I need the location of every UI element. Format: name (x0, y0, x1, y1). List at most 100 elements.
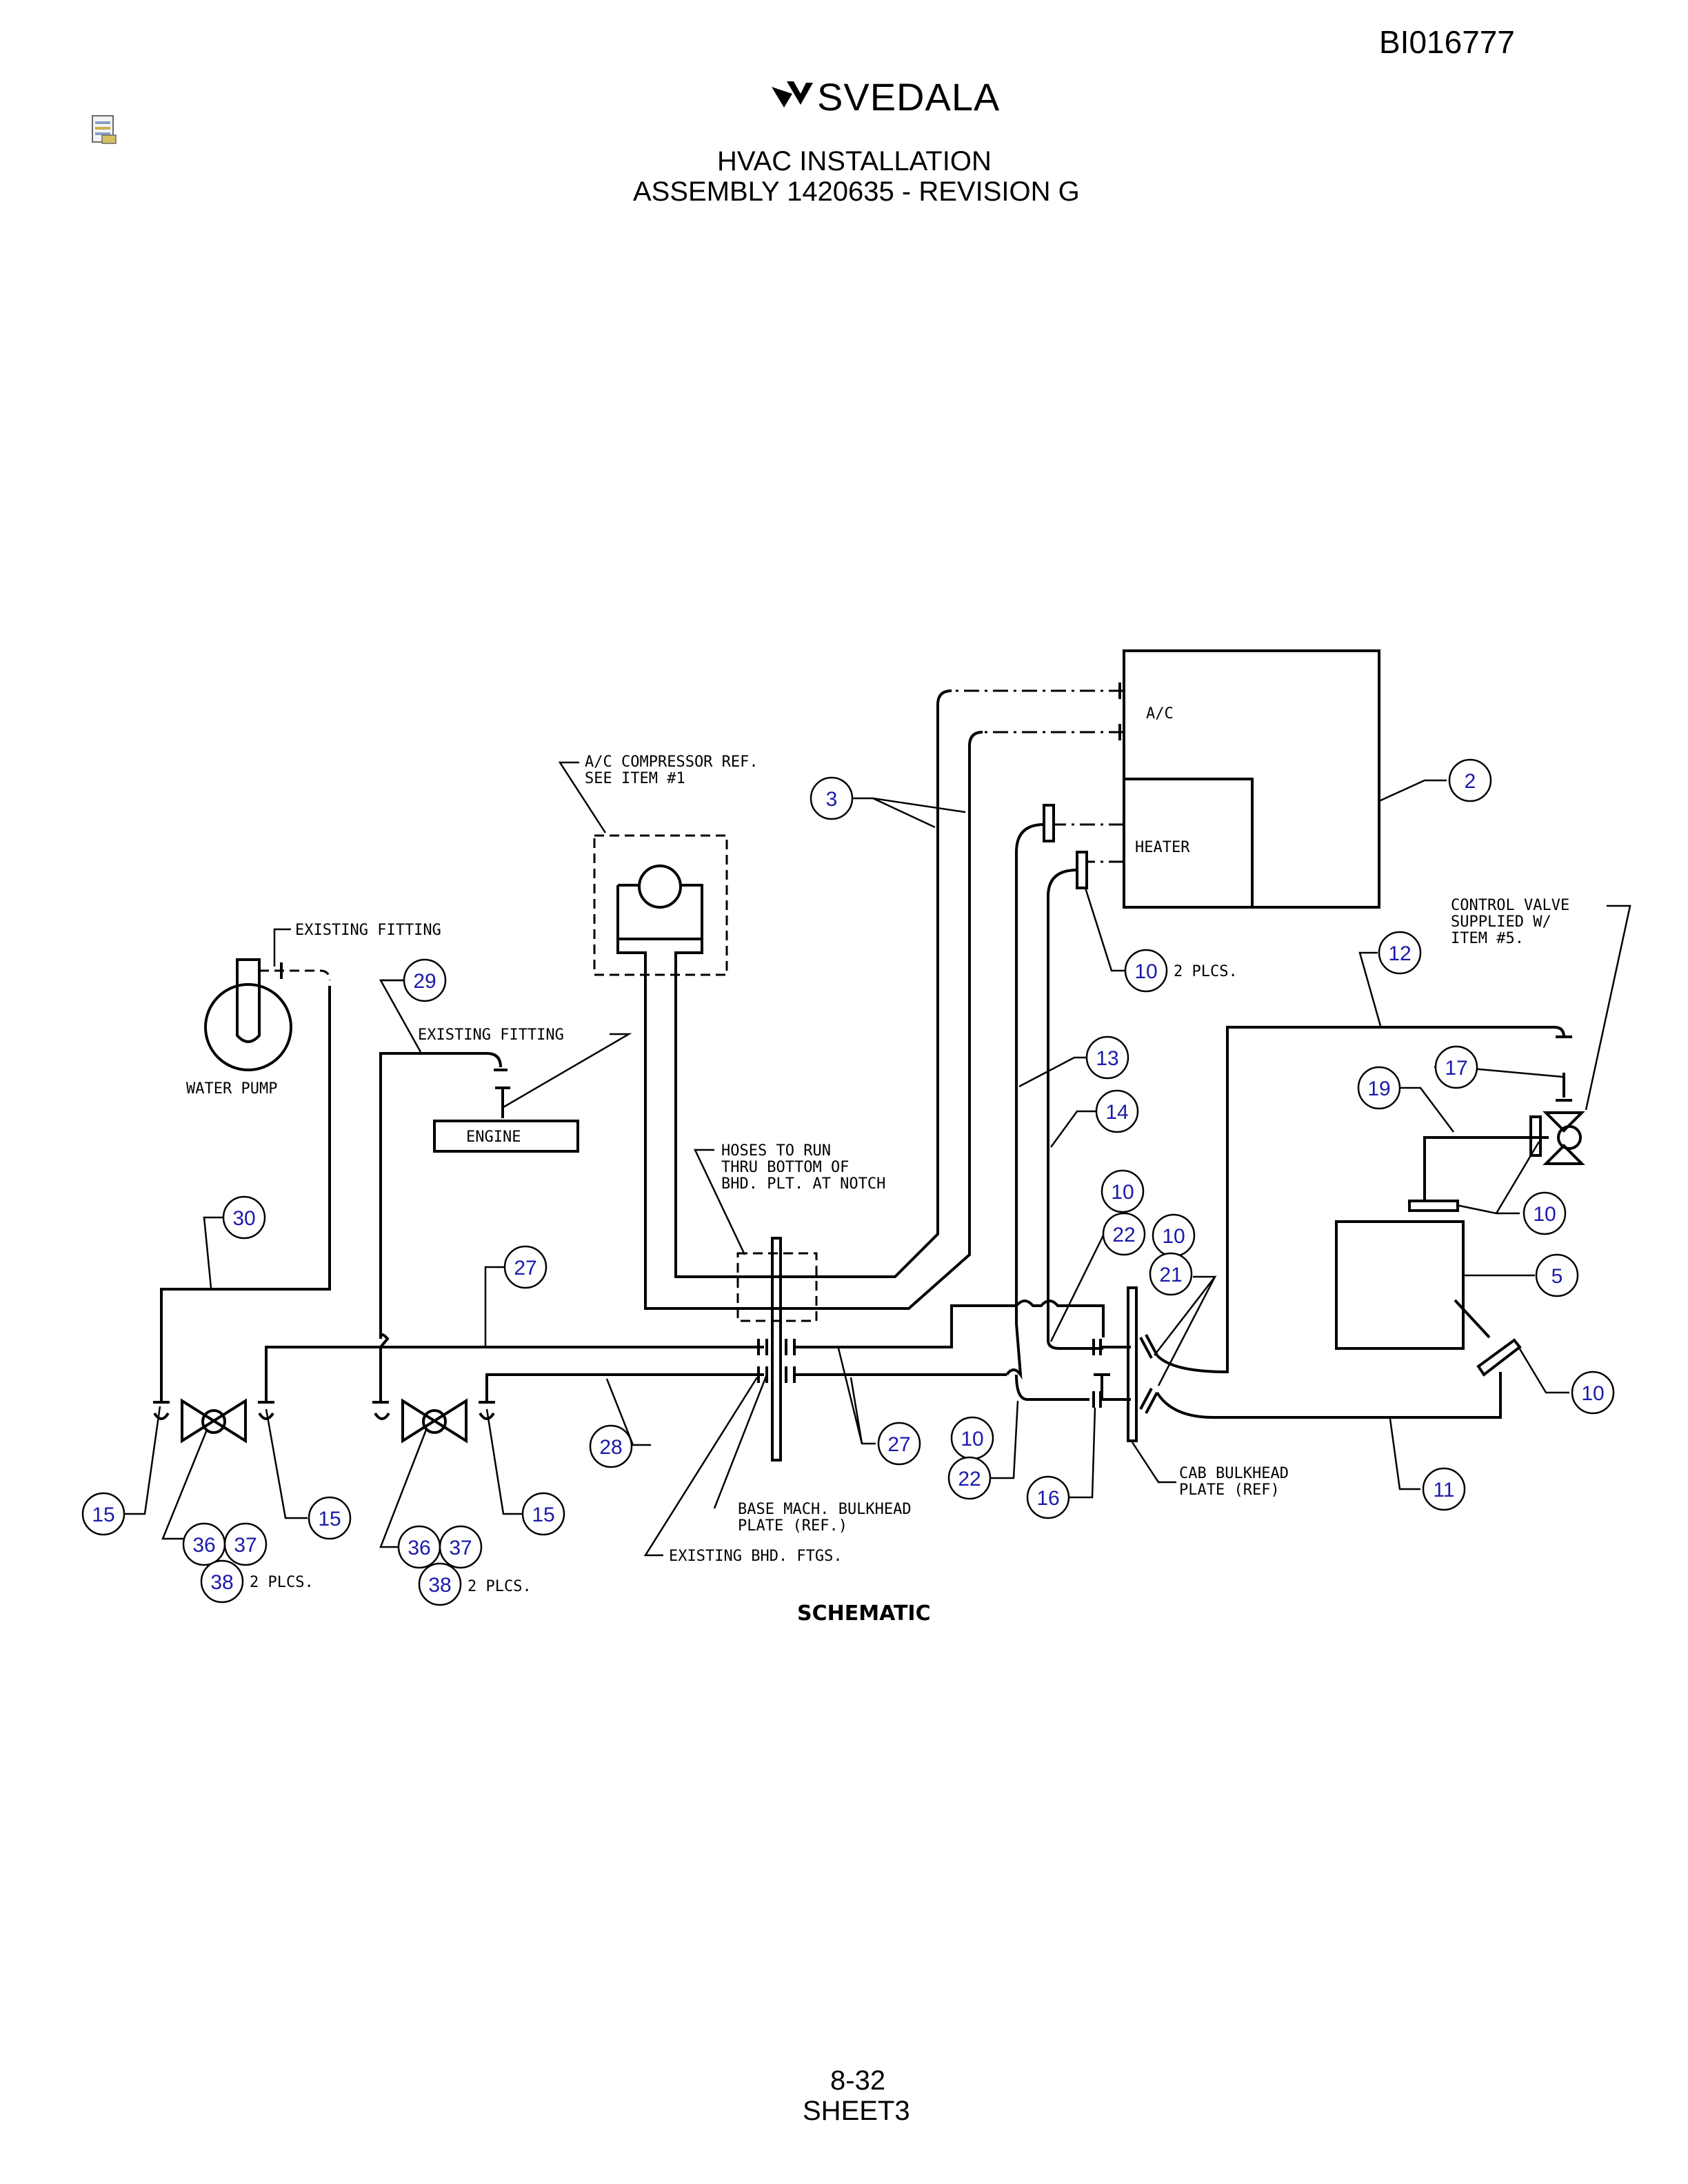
svg-text:27: 27 (887, 1433, 910, 1456)
callout-10-upper-b[interactable]: 10 (1152, 1213, 1196, 1257)
callout-15-left[interactable]: 15 (81, 1492, 125, 1536)
callout-36-a[interactable]: 36 (182, 1522, 226, 1566)
leader-10-right-1 (1456, 1141, 1540, 1215)
two-plcs-10-label: 2 PLCS. (1174, 963, 1238, 980)
callout-10-right-b[interactable]: 10 (1571, 1371, 1615, 1415)
cab-bulkhead-fittings (1139, 1334, 1158, 1414)
ac-compressor-label-1: A/C COMPRESSOR REF. (585, 754, 758, 771)
heater-label: HEATER (1135, 839, 1190, 856)
callout-28[interactable]: 28 (589, 1424, 633, 1468)
callout-10-lower[interactable]: 10 (950, 1416, 994, 1460)
cab-bulkhead-plate (1127, 1286, 1138, 1442)
title-line-1: HVAC INSTALLATION (717, 146, 992, 176)
leader-13 (1018, 1056, 1092, 1088)
callout-38-b[interactable]: 38 (418, 1562, 462, 1606)
svg-text:37: 37 (234, 1534, 257, 1557)
ac-compressor-pulley (638, 865, 682, 909)
callout-10-2plcs[interactable]: 10 (1124, 949, 1168, 993)
callout-30[interactable]: 30 (222, 1195, 266, 1240)
callout-27-lower[interactable]: 27 (877, 1422, 921, 1466)
callout-22-lower[interactable]: 22 (947, 1456, 992, 1500)
callout-22-upper[interactable]: 22 (1102, 1212, 1146, 1256)
svg-text:27: 27 (514, 1257, 536, 1280)
leader-14 (1049, 1110, 1096, 1148)
svg-text:14: 14 (1105, 1101, 1128, 1124)
pipe-13-down (1015, 1300, 1105, 1337)
svedala-logo-icon (772, 81, 813, 108)
callout-15-right[interactable]: 15 (521, 1492, 565, 1536)
callout-14[interactable]: 14 (1095, 1089, 1139, 1133)
svg-text:10: 10 (1581, 1382, 1604, 1405)
leader-10-22-upper (1049, 1232, 1106, 1342)
callout-3[interactable]: 3 (810, 776, 854, 820)
svg-text:5: 5 (1551, 1265, 1563, 1288)
callout-15-mid[interactable]: 15 (308, 1496, 352, 1540)
document-icon[interactable] (91, 114, 119, 145)
svg-text:16: 16 (1036, 1487, 1059, 1510)
callout-17[interactable]: 17 (1434, 1045, 1478, 1089)
leader-30 (203, 1216, 225, 1288)
callout-37-a[interactable]: 37 (223, 1522, 268, 1566)
svg-text:15: 15 (318, 1508, 341, 1530)
valve-left-2-pipe (485, 1373, 764, 1401)
svg-text:11: 11 (1433, 1479, 1454, 1502)
callout-36-b[interactable]: 36 (397, 1525, 441, 1569)
svg-text:2: 2 (1465, 770, 1476, 793)
callout-27-upper[interactable]: 27 (503, 1245, 547, 1289)
two-plcs-38b-label: 2 PLCS. (468, 1578, 532, 1595)
base-bulkhead-plate (771, 1237, 782, 1462)
callout-13[interactable]: 13 (1085, 1035, 1129, 1080)
water-pump-circle (204, 983, 292, 1071)
callout-38-a[interactable]: 38 (200, 1559, 244, 1604)
schematic-title: SCHEMATIC (797, 1601, 931, 1626)
callout-5[interactable]: 5 (1535, 1253, 1579, 1297)
valve-left-1-pipe (265, 1346, 764, 1401)
callout-19[interactable]: 19 (1357, 1066, 1401, 1110)
water-pump-line (259, 969, 331, 981)
leader-10-right-2 (1516, 1344, 1569, 1394)
leader-16 (1069, 1407, 1096, 1499)
svg-text:12: 12 (1388, 942, 1411, 965)
existing-fitting-mid-label: EXISTING FITTING (418, 1027, 564, 1044)
callout-16[interactable]: 16 (1026, 1475, 1070, 1519)
fitting-10-heater-box (1408, 1200, 1459, 1212)
footer-page-number: 8-32 (830, 2065, 886, 2096)
callout-29[interactable]: 29 (403, 958, 447, 1002)
callout-37-b[interactable]: 37 (439, 1525, 483, 1569)
svg-text:17: 17 (1445, 1057, 1467, 1080)
existing-bhd-label: EXISTING BHD. FTGS. (669, 1548, 843, 1565)
leader-existing-bhd (643, 1377, 758, 1557)
valve-left-2 (401, 1398, 468, 1444)
leader-15-left (123, 1406, 161, 1515)
line-11 (1156, 1372, 1502, 1419)
control-valve-label-3: ITEM #5. (1451, 930, 1524, 947)
engine-line (379, 1052, 502, 1339)
callout-21[interactable]: 21 (1149, 1252, 1193, 1296)
valve-left-2-ball (422, 1409, 447, 1434)
control-valve (1543, 1111, 1585, 1165)
cab-bulkhead-label-1: CAB BULKHEAD (1179, 1465, 1289, 1482)
title-line-2: ASSEMBLY 1420635 - REVISION G (633, 176, 1080, 207)
hose-inner (616, 731, 983, 1310)
cab-bulkhead-leader (1131, 1442, 1176, 1484)
leader-10-2plcs (1084, 887, 1131, 972)
callout-10-upper-a[interactable]: 10 (1101, 1169, 1145, 1213)
ac-compressor-label-2: SEE ITEM #1 (585, 770, 685, 787)
heater-fitting-2 (1076, 851, 1088, 889)
hoses-label-1: HOSES TO RUN (721, 1142, 831, 1160)
hoses-label-2: THRU BOTTOM OF (721, 1159, 849, 1176)
callout-12[interactable]: 12 (1378, 931, 1422, 975)
control-valve-label-2: SUPPLIED W/ (1451, 913, 1551, 931)
base-bulkhead-label-1: BASE MACH. BULKHEAD (738, 1501, 912, 1518)
valve-left-1-fittings (153, 1401, 274, 1420)
svg-text:38: 38 (428, 1574, 451, 1597)
heater-fitting-1 (1043, 804, 1055, 842)
callout-10-right-a[interactable]: 10 (1523, 1191, 1567, 1235)
leader-19 (1400, 1086, 1454, 1133)
callout-11[interactable]: 11 (1422, 1467, 1466, 1511)
engine-pipe-crossover (379, 1333, 390, 1401)
heater-box (1123, 778, 1254, 909)
fitting-19 (1529, 1115, 1542, 1157)
callout-2[interactable]: 2 (1448, 758, 1492, 802)
